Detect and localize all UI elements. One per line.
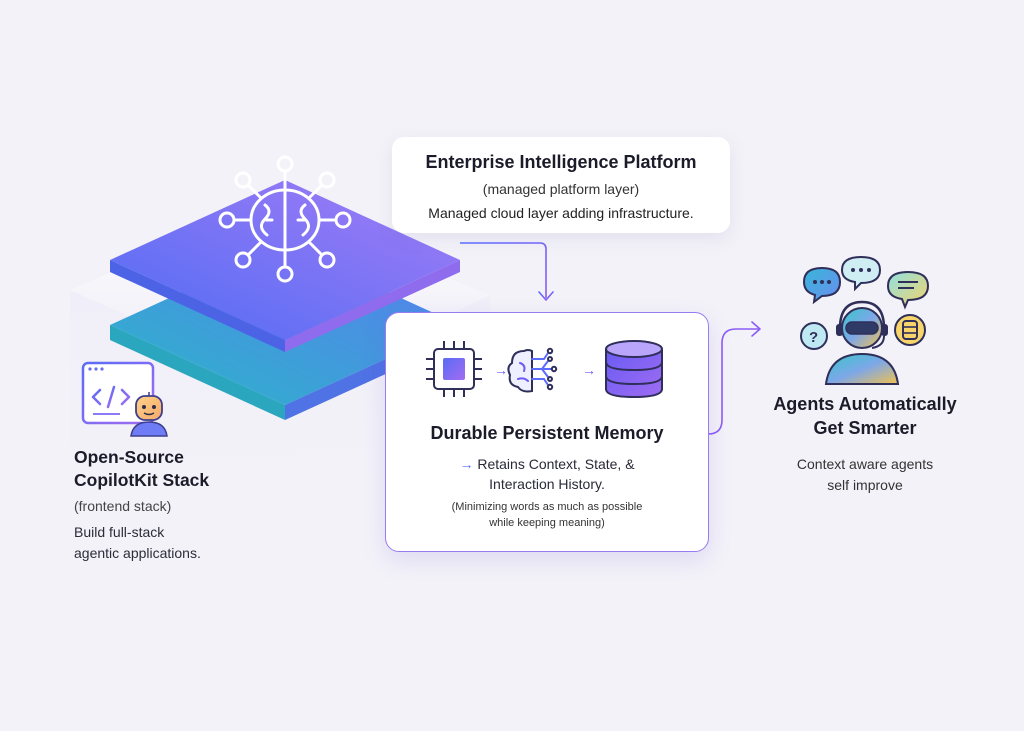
agents-title-line2: Get Smarter [813, 418, 917, 438]
agent-cluster-illustration: ? [790, 252, 940, 387]
memory-to-agents-arrow [707, 321, 761, 435]
open-source-title-line1: Open-Source [74, 447, 184, 467]
agents-desc-line1: Context aware agents [796, 456, 934, 472]
open-source-desc-line1: Build full-stack [74, 524, 165, 540]
open-source-subtitle: (frontend stack) [74, 498, 172, 514]
agents-title-line1: Agents Automatically [773, 394, 957, 414]
open-source-stack-block: Open-Source CopilotKit Stack (frontend s… [74, 446, 294, 564]
agents-desc-line2: self improve [827, 477, 903, 493]
enterprise-subtitle: (managed platform layer) [482, 181, 640, 197]
brain-circuit-icon [507, 347, 558, 393]
agents-smarter-block: Agents Automatically Get Smarter Context… [760, 392, 970, 496]
database-bubble-icon [894, 314, 926, 346]
memory-title: Durable Persistent Memory [430, 423, 664, 443]
robot-icon [127, 390, 171, 438]
enterprise-platform-card: Enterprise Intelligence Platform (manage… [392, 137, 730, 233]
persistent-memory-card: → → Durable Persistent Memory → Retains … [385, 312, 709, 552]
open-source-desc-line2: agentic applications. [74, 545, 201, 561]
chip-icon [426, 341, 482, 397]
memory-note-line1: (Minimizing words as much as possible [451, 501, 643, 513]
chat-bubble-icon [802, 266, 842, 305]
chat-bubble-icon [886, 270, 930, 310]
memory-note-line2: while keeping meaning) [489, 517, 605, 529]
flow-arrow-2: → [582, 362, 596, 378]
enterprise-desc: Managed cloud layer adding infrastructur… [428, 205, 694, 221]
bullet-arrow-icon: → [459, 456, 474, 472]
svg-text:?: ? [809, 329, 818, 346]
enterprise-to-memory-arrow [460, 242, 554, 301]
brain-network-icon [218, 155, 352, 283]
enterprise-title: Enterprise Intelligence Platform [425, 152, 697, 172]
agent-headset-icon [824, 300, 900, 385]
flow-arrow-1: → [494, 362, 508, 378]
chat-bubble-icon [840, 255, 882, 292]
database-icon [605, 340, 663, 399]
question-bubble-icon: ? [800, 322, 828, 350]
memory-desc-line2: Interaction History. [489, 476, 605, 492]
open-source-title-line2: CopilotKit Stack [74, 470, 210, 490]
memory-flow-icons: → → [424, 337, 674, 407]
memory-desc-line1: Retains Context, State, & [477, 456, 635, 472]
